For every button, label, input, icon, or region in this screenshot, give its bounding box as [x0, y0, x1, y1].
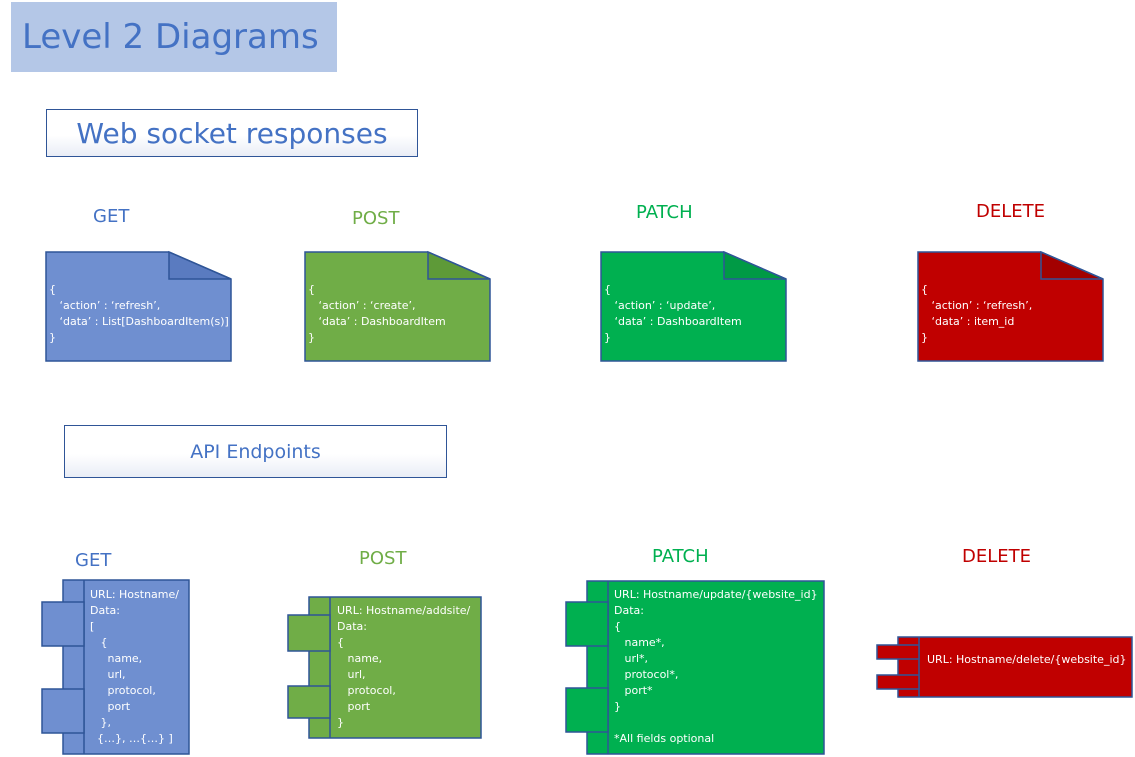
- api-delete-component: [876, 636, 1133, 698]
- api-get-label: GET: [75, 550, 112, 571]
- ws-delete-label: DELETE: [976, 201, 1046, 222]
- api-post-component: [287, 596, 482, 739]
- api-section-header: API Endpoints: [64, 425, 447, 478]
- api-get-text: URL: Hostname/ Data: [ { name, url, prot…: [90, 588, 179, 745]
- ws-get-label: GET: [93, 206, 130, 227]
- api-patch-component: [565, 580, 825, 755]
- ws-post-label: POST: [352, 208, 400, 229]
- api-patch-label: PATCH: [652, 546, 709, 567]
- websocket-section-header: Web socket responses: [46, 109, 418, 157]
- api-delete-label: DELETE: [962, 546, 1032, 567]
- api-patch-text: URL: Hostname/update/{website_id} Data: …: [614, 588, 818, 745]
- api-post-label: POST: [359, 548, 407, 569]
- ws-post-note-text: { ‘action’ : ‘create’, ‘data’ : Dashboar…: [308, 283, 446, 344]
- ws-delete-note: [917, 250, 1104, 362]
- ws-get-note: [45, 250, 232, 362]
- api-get-component: [41, 579, 190, 755]
- ws-get-note-text: { ‘action’ : ‘refresh’, ‘data’ : List[Da…: [49, 283, 229, 344]
- ws-delete-note-text: { ‘action’ : ‘refresh’, ‘data’ : item_id…: [921, 283, 1033, 344]
- ws-patch-note-text: { ‘action’ : ‘update’, ‘data’ : Dashboar…: [604, 283, 742, 344]
- ws-patch-label: PATCH: [636, 202, 693, 223]
- ws-patch-note: [600, 250, 787, 362]
- api-delete-text: URL: Hostname/delete/{website_id}: [927, 653, 1127, 666]
- api-post-text: URL: Hostname/addsite/ Data: { name, url…: [337, 604, 471, 729]
- page-title: Level 2 Diagrams: [11, 2, 337, 72]
- ws-post-note: [304, 250, 491, 362]
